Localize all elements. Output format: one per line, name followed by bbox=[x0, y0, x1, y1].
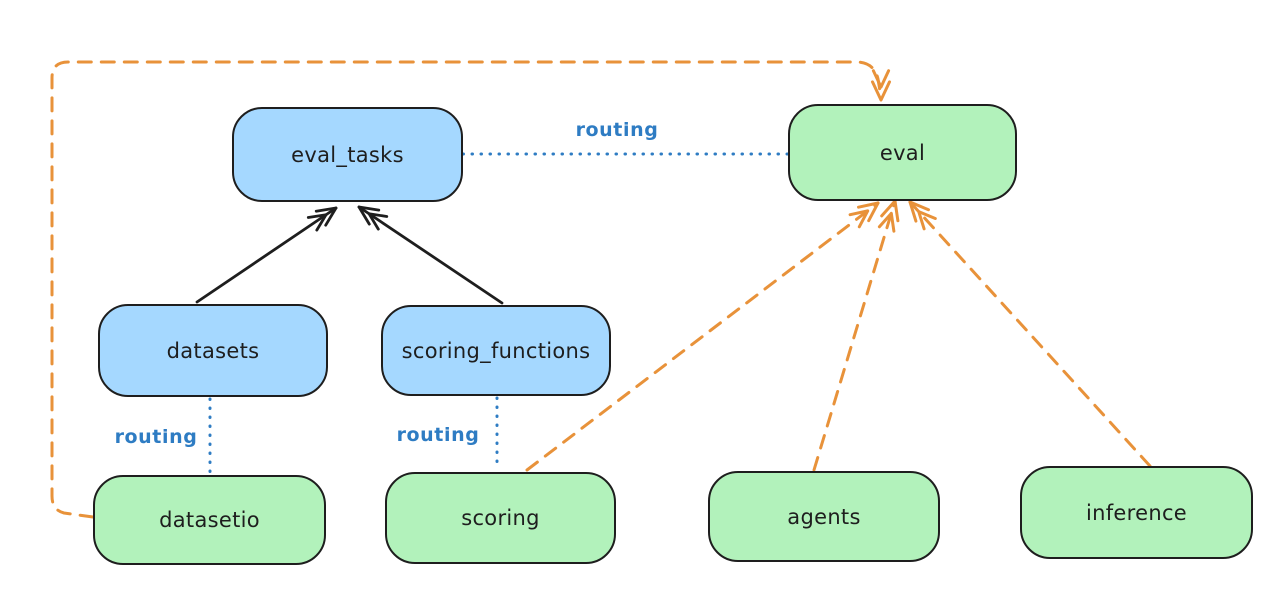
arrow-datasets-to-eval_tasks-arrowhead-2 bbox=[306, 213, 328, 232]
node-datasets: datasets bbox=[98, 304, 328, 397]
arrow-scoring-to-eval-arrowhead bbox=[857, 201, 880, 223]
node-scoring_functions: scoring_functions bbox=[381, 305, 611, 396]
arrow-datasets-to-eval_tasks-arrowhead bbox=[314, 206, 338, 227]
node-agents: agents bbox=[708, 471, 940, 562]
node-label-datasets: datasets bbox=[166, 338, 260, 363]
arrow-datasetio-to-eval-arrowhead-2 bbox=[871, 69, 891, 89]
arrow-scoring_functions-to-eval_tasks-line bbox=[357, 205, 504, 305]
arrow-datasetio-to-eval-arrowhead bbox=[871, 80, 891, 102]
arrow-datasets-to-eval_tasks-line bbox=[195, 206, 338, 304]
node-label-eval: eval bbox=[879, 140, 926, 165]
node-label-inference: inference bbox=[1085, 500, 1188, 525]
node-datasetio: datasetio bbox=[93, 475, 326, 565]
arrow-inference-to-eval-line bbox=[908, 200, 1152, 468]
node-inference: inference bbox=[1020, 466, 1253, 559]
arrow-agents-to-eval-arrowhead-2 bbox=[877, 211, 896, 233]
routing-datasets-datasetio-label: routing bbox=[114, 426, 198, 448]
arrow-inference-to-eval-arrowhead bbox=[908, 200, 930, 223]
arrow-scoring_functions-to-eval_tasks-arrowhead-2 bbox=[367, 212, 389, 231]
arrow-agents-to-eval-line bbox=[812, 199, 897, 472]
node-scoring: scoring bbox=[385, 472, 616, 564]
arrow-scoring-to-eval-line bbox=[525, 201, 880, 472]
node-label-scoring: scoring bbox=[461, 506, 540, 530]
node-eval_tasks: eval_tasks bbox=[232, 107, 463, 202]
arrow-agents-to-eval-arrowhead bbox=[880, 199, 900, 223]
arrow-datasetio-to-eval-line bbox=[50, 60, 883, 519]
arrow-scoring_functions-to-eval_tasks-arrowhead bbox=[357, 205, 381, 226]
node-label-eval_tasks: eval_tasks bbox=[291, 142, 404, 167]
arrow-scoring-to-eval-arrowhead-2 bbox=[848, 209, 870, 229]
routing-eval_tasks-eval-label: routing bbox=[575, 119, 659, 141]
node-eval: eval bbox=[788, 104, 1017, 201]
node-label-datasetio: datasetio bbox=[159, 508, 260, 532]
arrow-inference-to-eval-arrowhead-2 bbox=[917, 210, 937, 231]
node-label-scoring_functions: scoring_functions bbox=[401, 338, 591, 363]
routing-scoring_functions-scoring-label: routing bbox=[396, 424, 480, 446]
node-label-agents: agents bbox=[787, 504, 861, 529]
